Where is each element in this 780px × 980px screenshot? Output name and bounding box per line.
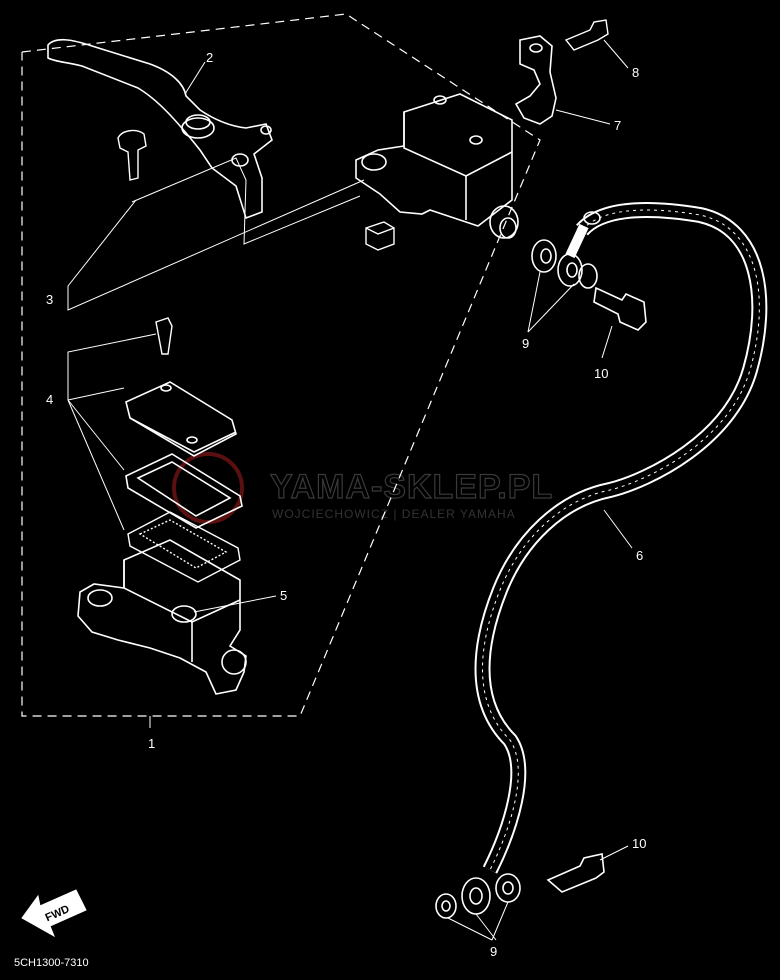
watermark-subtitle: WOJCIECHOWICZ | DEALER YAMAHA [272,507,516,521]
part-code: 5CH1300-7310 [14,957,89,969]
watermark: YAMA-SKLEP.PL WOJCIECHOWICZ | DEALER YAM… [172,452,553,524]
callout-5: 5 [280,588,287,603]
upper-union-bolt [593,286,647,331]
handlebar-clamp [514,35,557,125]
lower-union-bolt [546,853,605,893]
watermark-logo [172,452,244,524]
diaphragm-plate [125,453,243,529]
callout-4: 4 [46,392,53,407]
callout-1: 1 [148,736,155,751]
lower-banjo [435,873,521,919]
callout-2: 2 [206,50,213,65]
callout-10-upper: 10 [594,366,608,381]
brake-hose [474,202,768,874]
callout-9-upper: 9 [522,336,529,351]
brake-lever [47,38,273,220]
assembly-outline [21,13,541,717]
lever-screw [117,129,147,181]
callout-8: 8 [632,65,639,80]
callout-3: 3 [46,292,53,307]
reservoir-screw [155,317,173,355]
fwd-arrow: FWD [21,889,87,938]
clamp-bolt [564,19,609,51]
callout-9-lower: 9 [490,944,497,959]
master-cylinder-upper [355,93,519,239]
diaphragm [127,511,241,583]
callout-6: 6 [636,548,643,563]
reservoir-cap [125,381,237,457]
callout-10-lower: 10 [632,836,646,851]
master-cylinder-body [77,539,247,695]
watermark-title: YAMA-SKLEP.PL [270,468,553,506]
callout-7: 7 [614,118,621,133]
upper-washers [531,239,598,289]
leader-lines [67,39,633,941]
lever-nut [365,221,395,251]
